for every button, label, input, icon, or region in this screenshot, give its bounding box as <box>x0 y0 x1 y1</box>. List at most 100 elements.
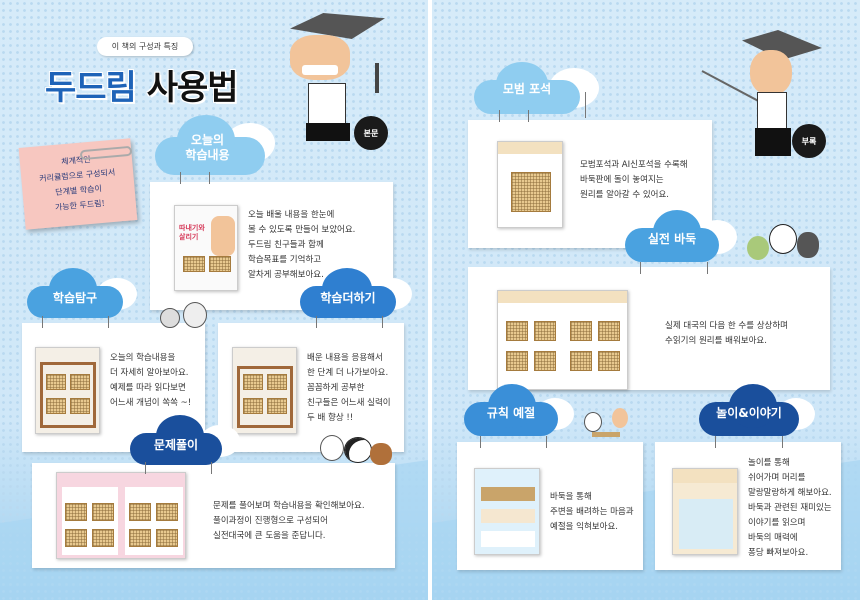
go-board-diagram <box>243 374 263 390</box>
title-blue: 두드림 <box>45 68 137 108</box>
text-line: 바둑과 관련된 재미있는 <box>748 503 832 513</box>
text-line: 문제풀이 <box>153 438 199 452</box>
text-line: 배운 내용을 응용해서 <box>307 353 383 363</box>
hanging-pin <box>480 436 481 448</box>
go-board-diagram <box>65 529 87 547</box>
go-board-diagram <box>46 398 66 414</box>
badge-main: 본문 <box>354 116 388 150</box>
thumbnail-page <box>497 141 563 228</box>
go-board-diagram <box>570 351 592 371</box>
text-line: 실전 바둑 <box>647 232 697 246</box>
text-line: 두 배 향상 !! <box>307 413 354 423</box>
go-board-diagram <box>570 321 592 341</box>
mascot-pointer <box>701 30 822 195</box>
cloud-model-opening: 모범 포석 <box>474 62 602 116</box>
text-line: 더 자세히 알아보아요. <box>110 368 189 378</box>
go-board-diagram <box>129 503 151 521</box>
go-board-diagram <box>156 503 178 521</box>
hanging-pin <box>316 316 317 328</box>
text-line: 한 단계 더 나가보아요. <box>307 368 389 378</box>
hanging-pin <box>528 110 529 122</box>
go-board-diagram <box>209 256 231 272</box>
text-line: 수읽기의 원리를 배워보아요. <box>665 336 767 346</box>
animal-characters <box>320 425 400 480</box>
text-line: 모범 포석 <box>502 82 552 96</box>
go-board-diagram <box>267 374 287 390</box>
hanging-pin <box>782 436 783 448</box>
thumbnail-page <box>35 347 100 434</box>
go-board-diagram <box>511 172 551 212</box>
text-line: 바둑판에 돌이 놓여지는 <box>580 175 664 185</box>
text-line: 학습목표를 기억하고 <box>248 255 322 265</box>
text-line: 학습탐구 <box>52 291 98 305</box>
cloud-learning-plus: 학습더하기 <box>300 268 415 320</box>
text-line: 쉬어가며 머리를 <box>748 473 806 483</box>
thumb-title: 따내기와 살리기 <box>179 224 205 241</box>
thumbnail-spread <box>56 472 186 559</box>
text-line: 오늘의 학습내용을 <box>110 353 176 363</box>
hanging-pin <box>715 436 716 448</box>
section-tag: 이 책의 구성과 특징 <box>97 37 193 56</box>
go-board-diagram <box>156 529 178 547</box>
text-line: 놀이를 통해 <box>748 458 790 468</box>
go-board-diagram <box>46 374 66 390</box>
go-board-diagram <box>129 529 151 547</box>
hanging-pin <box>209 172 210 184</box>
text-line: 학습내용 <box>185 148 230 162</box>
go-board-diagram <box>65 503 87 521</box>
go-board-diagram <box>267 398 287 414</box>
thumbnail-page: 따내기와 살리기 <box>174 205 238 291</box>
go-board-diagram <box>598 351 620 371</box>
animal-characters <box>747 222 827 267</box>
hanging-pin <box>145 462 146 474</box>
title-black: 사용법 <box>146 68 239 108</box>
go-board-diagram <box>506 321 528 341</box>
text-line: 볼 수 있도록 만들어 보았어요. <box>248 225 356 235</box>
text-line: 놀이&이야기 <box>716 406 782 420</box>
text-line: 풀이과정이 진행형으로 구성되어 <box>213 516 328 526</box>
text-line: 말랑말랑하게 해보아요. <box>748 488 832 498</box>
text-line: 실제 대국의 다음 한 수를 상상하며 <box>665 321 788 331</box>
text-line: 예제를 따라 읽다보면 <box>110 383 186 393</box>
go-board-diagram <box>70 374 90 390</box>
go-board-diagram <box>598 321 620 341</box>
graduation-cap-icon <box>290 13 385 39</box>
hanging-pin <box>211 462 212 474</box>
text-line: 알차게 공부해보아요. <box>248 270 324 280</box>
hanging-pin <box>499 110 500 122</box>
text-line: 퐁당 빠져보아요. <box>748 548 809 558</box>
cloud-play-story: 놀이&이야기 <box>699 384 819 438</box>
hanging-pin <box>546 436 547 448</box>
hanging-pin <box>382 316 383 328</box>
text-line: 꼼꼼하게 공부한 <box>307 383 365 393</box>
cloud-learning-explore: 학습탐구 <box>27 268 139 320</box>
thumbnail-page <box>672 468 738 555</box>
cloud-problem-solving: 문제풀이 <box>128 415 243 467</box>
thumbnail-page <box>232 347 297 434</box>
text-line: 어느새 개념이 쏙쏙 ~! <box>110 398 192 408</box>
text-line: 오늘의 <box>190 133 225 147</box>
text-line: 예절을 익혀보아요. <box>550 522 618 532</box>
hanging-pin <box>640 262 641 274</box>
text-line: 실전대국에 큰 도움을 준답니다. <box>213 531 326 541</box>
go-board-diagram <box>243 398 263 414</box>
text-line: 이야기를 읽으며 <box>748 518 806 528</box>
hanging-pin <box>42 316 43 328</box>
text-line: 주변을 배려하는 마음과 <box>550 507 634 517</box>
go-board-diagram <box>534 351 556 371</box>
go-board-diagram <box>92 503 114 521</box>
left-page: 이 책의 구성과 특징 두드림 사용법 체계적인 커리큘럼으로 구성되서 단계별… <box>0 0 428 600</box>
go-board-diagram <box>183 256 205 272</box>
